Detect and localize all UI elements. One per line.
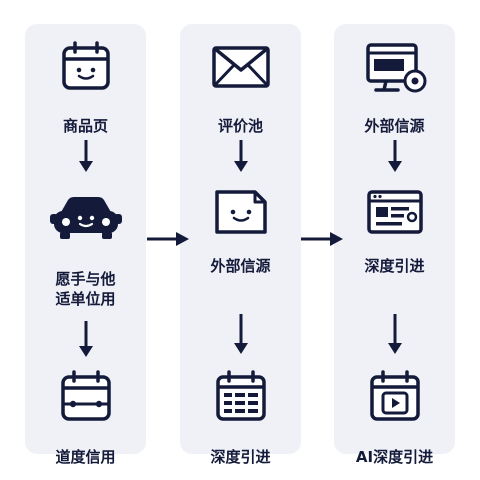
node-label: 道度信用 — [55, 448, 116, 466]
down-arrow — [387, 140, 402, 172]
node-label: 外部信源 — [364, 117, 425, 135]
down-arrow — [233, 140, 248, 172]
node-label: 商品页 — [62, 117, 108, 135]
node-label: 外部信源 — [210, 257, 271, 275]
flow-node — [334, 369, 455, 425]
down-arrow — [78, 321, 93, 357]
flow-node — [180, 40, 301, 92]
flow-node — [25, 369, 146, 425]
node-label: 评价池 — [217, 117, 263, 135]
calendar-play-icon — [369, 370, 420, 421]
flow-node — [180, 186, 301, 238]
monitor-disc-icon — [365, 43, 426, 93]
node-label: 深度引进 — [210, 448, 271, 466]
down-arrow — [233, 314, 248, 354]
node-label: 深度引进 — [364, 257, 425, 275]
flow-node — [25, 192, 146, 240]
node-label: 愿手与他 — [55, 270, 116, 288]
node-label: AI深度引进 — [355, 448, 434, 466]
flow-column-1: 商品页 愿手与他 适单位用 — [25, 24, 146, 466]
right-arrow — [147, 232, 189, 246]
down-arrow — [78, 140, 93, 172]
flow-node — [334, 40, 455, 96]
calendar-face-icon — [61, 41, 110, 90]
down-arrow — [387, 314, 402, 354]
document-face-icon — [214, 190, 267, 234]
node-label: 适单位用 — [55, 290, 116, 308]
browser-window-icon — [366, 190, 423, 234]
flow-node — [334, 187, 455, 237]
right-arrow — [301, 232, 343, 246]
flow-node — [180, 369, 301, 425]
calendar-grid-icon — [60, 370, 111, 421]
car-face-icon — [49, 197, 122, 239]
envelope-icon — [211, 46, 270, 88]
flow-column-3: 外部信源 深度引进 AI深度引进 — [334, 24, 455, 466]
calendar-table-icon — [215, 370, 266, 421]
flow-column-2: 评价池 外部信源 — [180, 24, 301, 466]
flow-node — [25, 40, 146, 94]
